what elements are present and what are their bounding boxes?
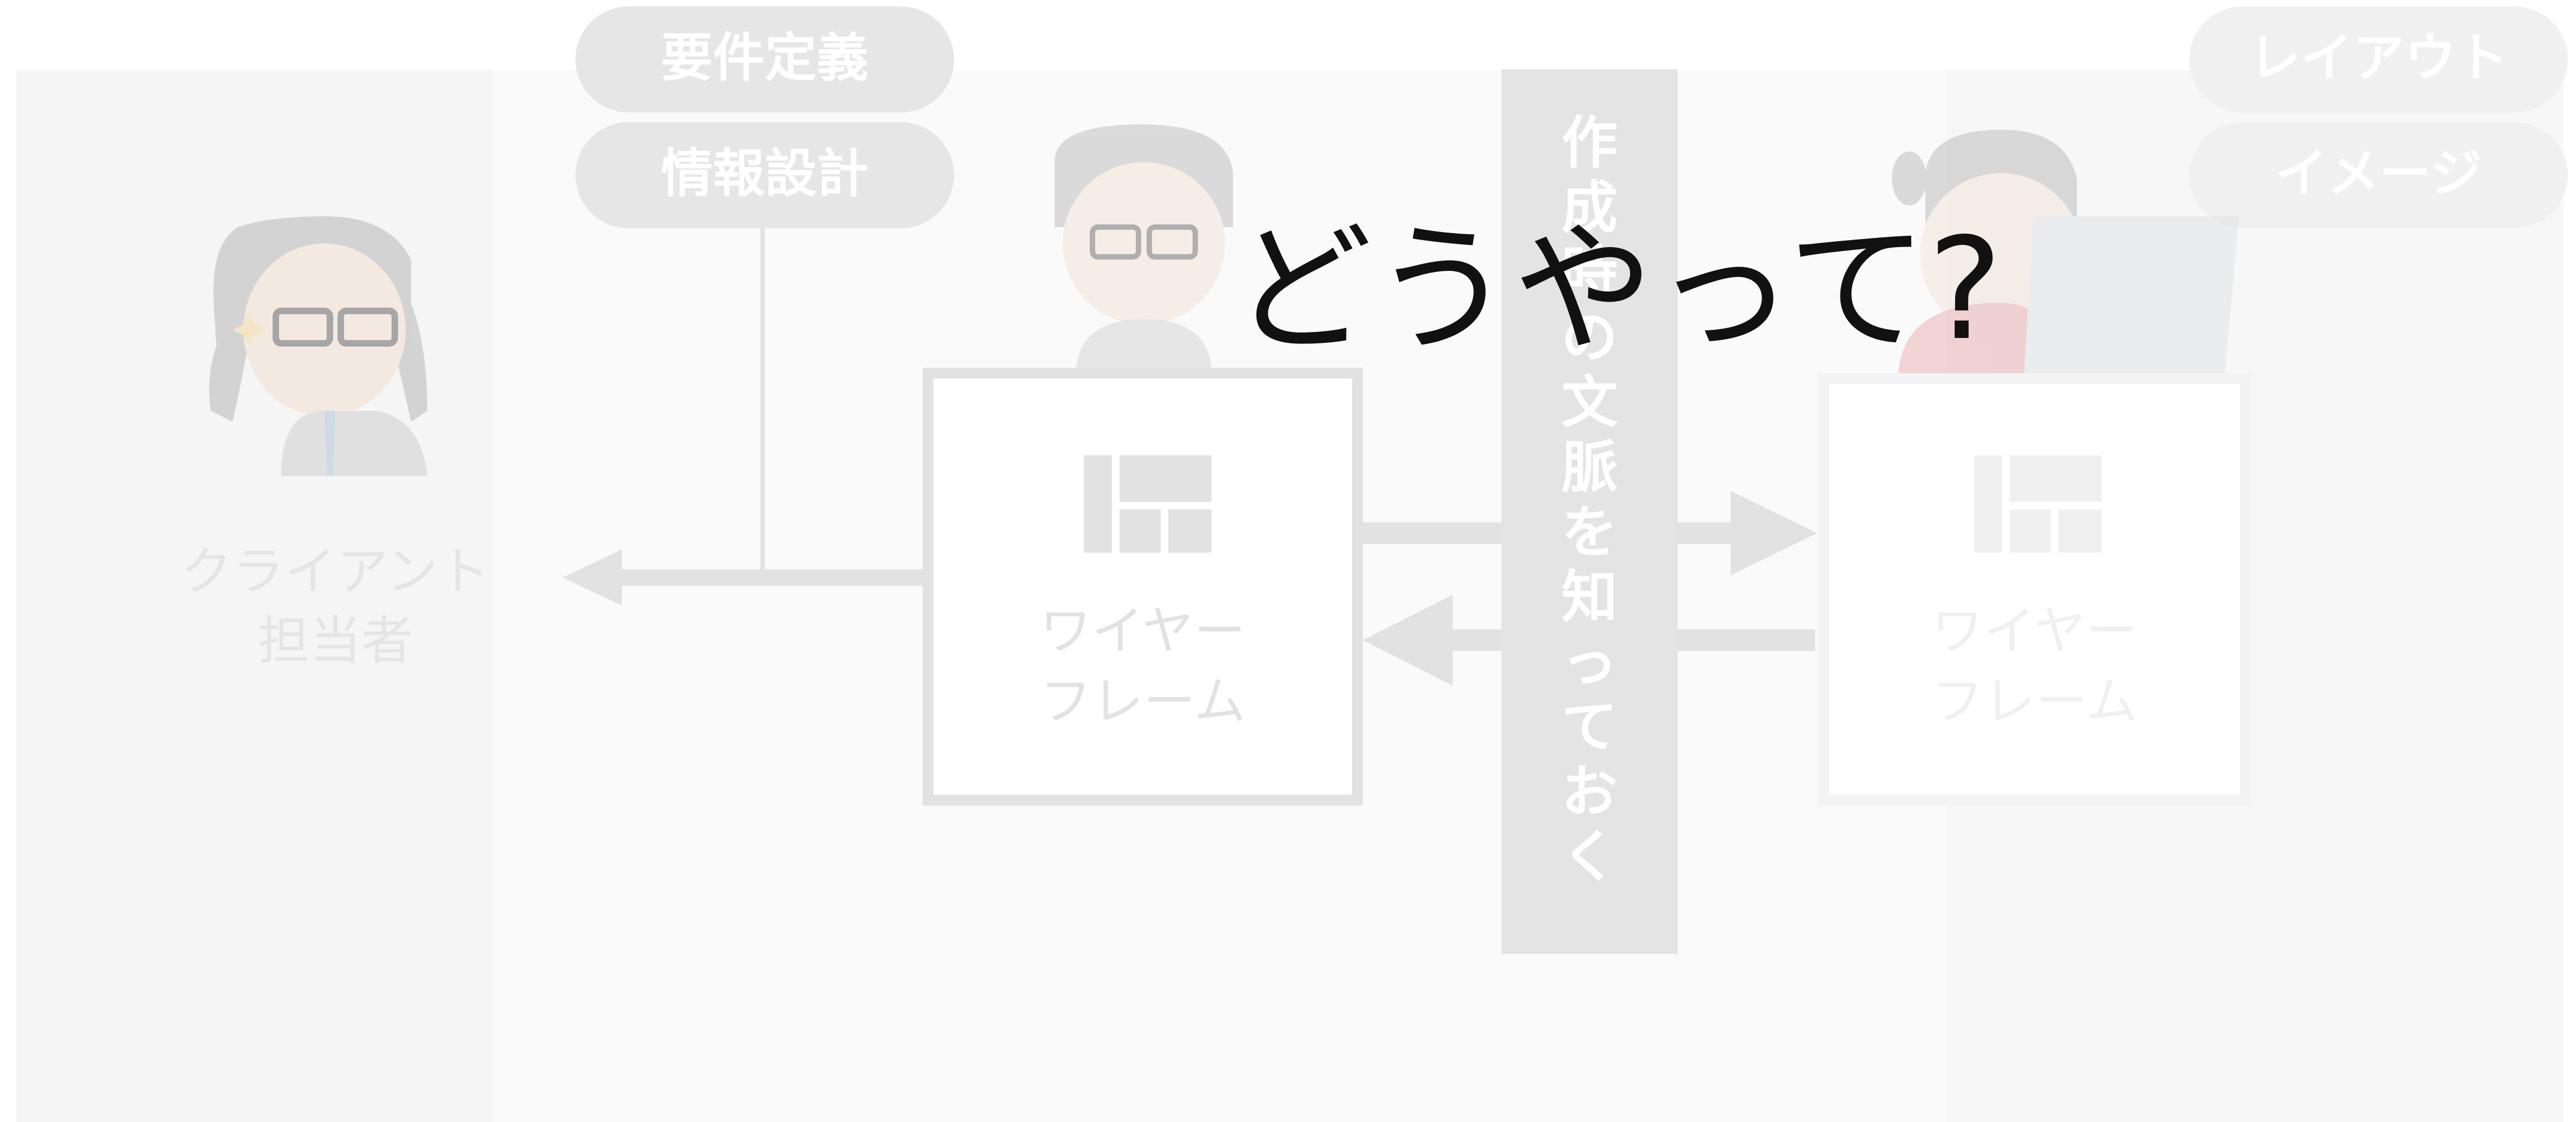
context-bar-char: っ: [1561, 629, 1618, 695]
context-bar-char: 作: [1561, 110, 1618, 176]
client-label-line2: 担当者: [257, 610, 413, 671]
client-label-line1: クライアント: [181, 541, 490, 602]
arrow-to-client: [562, 549, 928, 606]
overlay-question: どうやって?: [1232, 208, 2003, 371]
wireframe-right-label-line1: ワイヤー: [1931, 601, 2137, 661]
wireframe-center-label-line2: フレーム: [1039, 671, 1246, 732]
context-bar-char: お: [1561, 759, 1618, 825]
pill-image-label: イメージ: [2275, 143, 2482, 204]
context-bar-char: 文: [1561, 369, 1618, 435]
pill-requirements: 要件定義: [575, 6, 954, 112]
businessman-glasses-icon: [209, 216, 427, 476]
context-bar-char: て: [1561, 694, 1618, 760]
wireframe-box-center: [923, 368, 1363, 806]
context-bar-char: 時: [1561, 240, 1618, 306]
pill-layout-label: レイアウト: [2249, 28, 2508, 88]
wireframe-layout-icon: [1084, 455, 1211, 553]
pill-information-design: 情報設計: [575, 122, 954, 228]
context-bar-char: 知: [1561, 564, 1618, 630]
wireframe-box-right: [1818, 373, 2251, 806]
pill-image: イメージ: [2189, 122, 2568, 228]
wireframe-right-label-line2: フレーム: [1931, 671, 2137, 732]
wireframe-center-label-line1: ワイヤー: [1039, 601, 1246, 661]
planner-glasses-icon: [1055, 124, 1233, 368]
wireframe-layout-icon-right: [1974, 455, 2102, 553]
context-bar-char: 脈: [1561, 434, 1618, 500]
context-bar-char: の: [1561, 304, 1618, 370]
context-bar-char: を: [1561, 499, 1618, 565]
designer-laptop-icon: [1892, 130, 2239, 395]
pill-requirements-label: 要件定義: [661, 28, 869, 88]
pill-information-design-label: 情報設計: [661, 143, 869, 204]
context-bar: [1501, 69, 1678, 954]
context-bar-char: 成: [1561, 175, 1618, 241]
pill-layout: レイアウト: [2189, 6, 2568, 112]
context-bar-char: く: [1561, 824, 1618, 889]
